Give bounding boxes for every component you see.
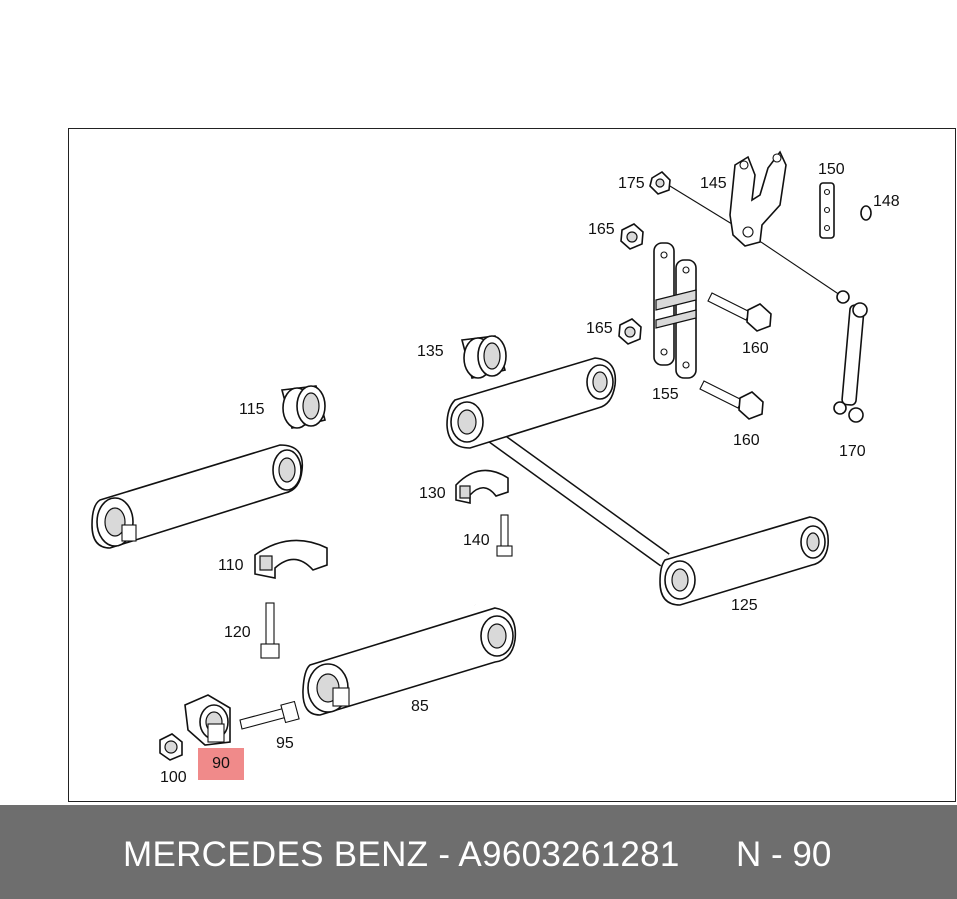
label-145: 145 [700,175,727,192]
plate-150 [819,182,835,239]
bolt-160-upper [707,292,772,332]
label-120: 120 [224,624,251,641]
label-170: 170 [839,443,866,460]
washer-148 [860,205,872,221]
label-160-upper: 160 [742,340,769,357]
right-lower-arm-125 [659,516,829,606]
label-130: 130 [419,485,446,502]
label-148: 148 [873,193,900,210]
label-165-lower: 165 [586,320,613,337]
label-100: 100 [160,769,187,786]
clamp-130 [455,469,509,504]
highlighted-part-label-90: 90 [198,748,244,780]
bracket-145 [729,150,787,247]
plates-155 [653,242,697,379]
clamp-110 [254,539,328,579]
label-85: 85 [411,698,429,715]
label-150: 150 [818,161,845,178]
label-175: 175 [618,175,645,192]
right-upper-arm [446,357,617,449]
left-upper-arm [91,444,304,549]
bushing-115 [280,385,326,429]
footer-position-code: N - 90 [736,835,832,874]
label-95: 95 [276,735,294,752]
label-140: 140 [463,532,490,549]
bolt-120 [260,602,280,659]
stabilizer-bar-left [288,463,477,612]
bolt-140 [496,514,513,557]
bolt-95 [239,700,300,730]
nut-100 [159,733,183,761]
label-155: 155 [652,386,679,403]
bushing-90 [184,694,231,746]
nut-175 [649,170,671,195]
label-115: 115 [239,401,265,418]
label-160-lower: 160 [733,432,760,449]
label-110: 110 [218,557,244,574]
nut-165-upper [620,223,644,250]
bolt-160-lower [699,380,764,420]
footer-bar: MERCEDES BENZ - A9603261281 N - 90 [0,805,957,899]
nut-165-lower [618,318,642,345]
stabilizer-bar-right [480,423,670,567]
bushing-135 [460,335,507,379]
link-rod-170 [833,290,868,423]
diagram-frame [68,128,956,802]
label-165-upper: 165 [588,221,615,238]
label-135: 135 [417,343,444,360]
left-lower-arm-85 [302,607,517,716]
footer-brand-part-number: MERCEDES BENZ - A9603261281 [123,835,680,874]
label-125: 125 [731,597,758,614]
